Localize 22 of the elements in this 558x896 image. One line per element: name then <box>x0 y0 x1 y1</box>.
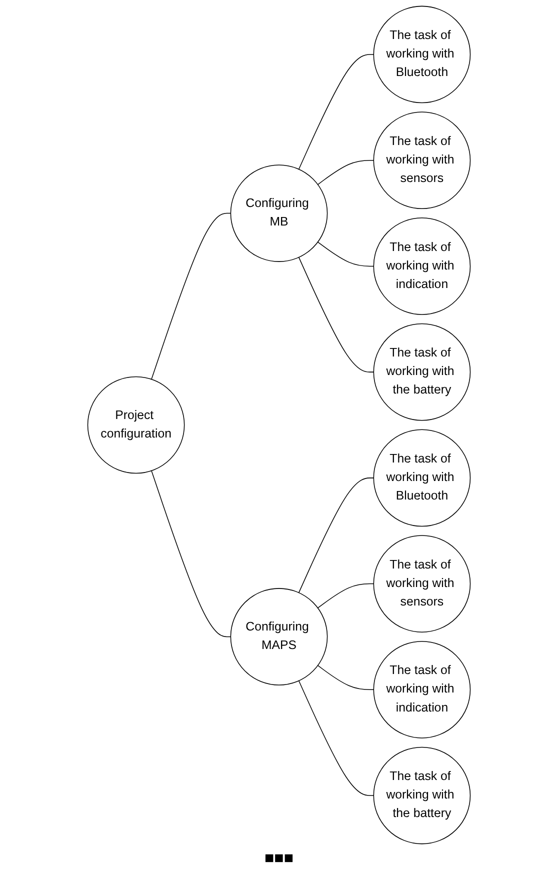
connector <box>151 470 232 638</box>
connector <box>298 54 374 170</box>
node-circle: The task of working with sensors <box>373 535 471 632</box>
node-circle: The task of working with indication <box>373 218 471 315</box>
node-circle: Configuring MB <box>230 164 328 262</box>
connector <box>298 680 374 796</box>
node-circle: Project configuration <box>87 376 185 474</box>
node-circle: The task of working with Bluetooth <box>373 6 471 104</box>
node-circle: Configuring MAPS <box>230 588 328 686</box>
connector <box>317 665 374 690</box>
connector <box>317 242 374 267</box>
node-circle: The task of working with the battery <box>373 323 471 421</box>
node-circle: The task of working with Bluetooth <box>373 429 471 527</box>
connector <box>298 256 374 372</box>
node-circle: The task of working with indication <box>373 640 471 738</box>
node-circle: The task of working with the battery <box>373 746 471 844</box>
connector <box>298 478 374 594</box>
connector <box>317 583 374 608</box>
connector <box>317 160 374 185</box>
connector <box>151 212 232 380</box>
node-circle: The task of working with sensors <box>373 112 471 210</box>
ellipsis-mark: ■■■ <box>264 850 294 867</box>
